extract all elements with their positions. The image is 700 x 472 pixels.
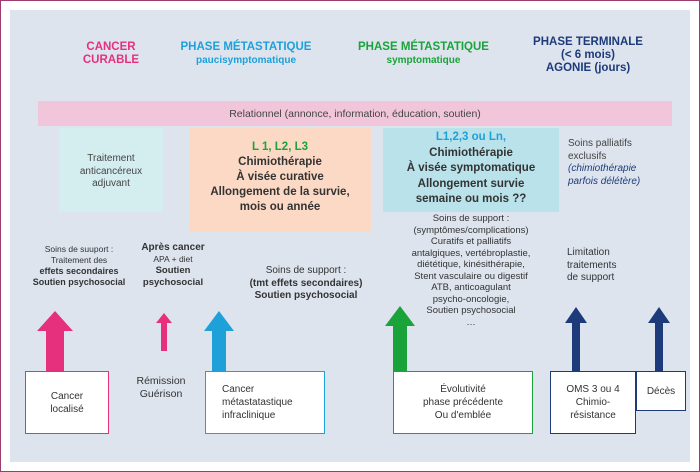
pink-arrow-large-icon [37,311,73,373]
infraclinique-box: Cancer métastatastique infraclinique [205,371,325,434]
support-col4: Soins de support : (symptômes/complicati… [371,213,571,328]
support-col2-line4: psychosocial [142,276,204,288]
header-cancer-curable-line1: CANCER [86,41,136,53]
oms-line3: résistance [570,410,616,421]
palliative-line2: exclusifs [568,150,607,162]
infraclinique-line3: infraclinique [222,410,276,421]
support-col4-line3: Curatifs et palliatifs [430,236,512,247]
header-symptom-title: PHASE MÉTASTATIQUE [358,41,489,53]
support-col4-line5: diététique, kinésithérapie, [417,259,525,270]
support-col5-line3: de support [567,272,615,283]
header-terminal: PHASE TERMINALE (< 6 mois) AGONIE (jours… [523,36,653,75]
support-col2: Après cancer APA + diet Soutien psychoso… [133,242,213,288]
header-terminal-line2: (< 6 mois) [560,49,615,61]
curative-box: L 1, L2, L3 Chimiothérapie À visée curat… [189,128,371,232]
symptomatic-survival: Allongement survie [417,177,525,190]
localise-line2: localisé [50,403,84,415]
support-col1-line3: effets secondaires [39,266,119,276]
header-terminal-line3: AGONIE (jours) [545,62,631,74]
support-col5-line1: Limitation [567,247,610,258]
support-col3-line1: Soins de support : [265,265,347,276]
support-col2-line1: Après cancer [141,242,205,253]
evolutivite-line2: phase précédente [422,397,504,408]
header-cancer-curable: CANCER CURABLE [61,41,161,67]
header-symptom: PHASE MÉTASTATIQUE symptomatique [346,41,501,67]
adjuvant-box: Traitement anticancéreux adjuvant [59,128,163,212]
support-col5-line2: traitements [567,259,617,271]
adjuvant-line1: Traitement [87,153,135,164]
remission-line2: Guérison [139,388,183,400]
support-col5: Limitation traitements de support [561,247,637,285]
support-col1-line1: Soins de suuport : [44,244,114,254]
oms-line2: Chimio- [575,397,611,408]
palliative-line1: Soins palliatifs [568,138,632,149]
palliative-line4: parfois délétère) [568,175,641,187]
header-pauci-subtitle: paucisymptomatique [195,55,297,66]
blue-arrow-icon [204,311,234,373]
symptomatic-box: L1,2,3 ou Ln, Chimiothérapie À visée sym… [383,128,559,212]
adjuvant-line2: anticancéreux [79,165,143,177]
evolutivite-box: Évolutivité phase précédente Ou d'emblée [393,371,533,434]
support-col1-line2: Traitement des [50,255,108,265]
support-col4-line4: antalgiques, vertébroplastie, [411,247,531,259]
symptomatic-duration: semaine ou mois ?? [415,193,527,205]
support-col4-line9: Soutien psychosocial [426,305,516,316]
adjuvant-line3: adjuvant [92,178,130,189]
header-terminal-line1: PHASE TERMINALE [533,36,643,48]
infraclinique-line2: métastatastique [222,397,293,408]
support-col3-line2: (tmt effets secondaires) [249,277,363,289]
header-cancer-curable-line2: CURABLE [82,54,140,66]
palliative-box: Soins palliatifs exclusifs (chimiothérap… [564,128,671,212]
header-symptom-subtitle: symptomatique [386,55,461,66]
evolutivite-line1: Évolutivité [440,384,486,395]
green-arrow-icon [385,306,415,373]
curative-aim: À visée curative [236,171,324,183]
navy-arrow-left-icon [565,307,587,373]
palliative-line3: (chimiothérapie [568,163,637,174]
support-col4-line2: (symptômes/complications) [413,224,529,236]
header-pauci: PHASE MÉTASTATIQUE paucisymptomatique [171,41,321,67]
support-col1-line4: Soutien psychosocial [32,277,126,287]
symptomatic-chimio: Chimiothérapie [429,146,513,159]
infraclinique-line1: Cancer [222,384,255,395]
deces-box: Décès [636,371,686,411]
support-col2-line3: Soutien [155,265,191,276]
remission-label: Rémission Guérison [126,375,196,401]
localise-line1: Cancer [50,390,84,402]
support-col4-line6: Stent vasculaire ou digestif [414,270,528,282]
oms-line1: OMS 3 ou 4 [566,384,620,395]
relational-band: Relationnel (annonce, information, éduca… [38,101,672,126]
support-col4-line1: Soins de support : [432,213,510,224]
support-col3: Soins de support : (tmt effets secondair… [226,265,386,303]
support-col4-line10: … [466,316,476,328]
deces-label: Décès [646,385,676,397]
curative-lines: L 1, L2, L3 [251,141,309,153]
header-pauci-title: PHASE MÉTASTATIQUE [180,41,312,53]
curative-duration: mois ou année [239,201,321,213]
support-col2-line2: APA + diet [153,253,193,264]
support-col3-line3: Soutien psychosocial [254,290,358,301]
localise-box: Cancer localisé [25,371,109,434]
support-col4-line7: ATB, anticoagulant [431,282,511,293]
pink-arrow-small-icon [156,313,172,351]
curative-chimio: Chimiothérapie [238,156,322,168]
oms-box: OMS 3 ou 4 Chimio- résistance [550,371,636,434]
curative-survival: Allongement de la survie, [210,186,350,198]
symptomatic-lines: L1,2,3 ou Ln, [435,131,507,143]
navy-arrow-right-icon [648,307,670,373]
symptomatic-aim: À visée symptomatique [406,162,536,174]
support-col1: Soins de suuport : Traitement des effets… [21,244,137,288]
relational-label: Relationnel (annonce, information, éduca… [229,107,481,120]
support-col4-line8: psycho-oncologie, [432,293,510,305]
remission-line1: Rémission [136,375,186,387]
evolutivite-line3: Ou d'emblée [434,410,492,421]
